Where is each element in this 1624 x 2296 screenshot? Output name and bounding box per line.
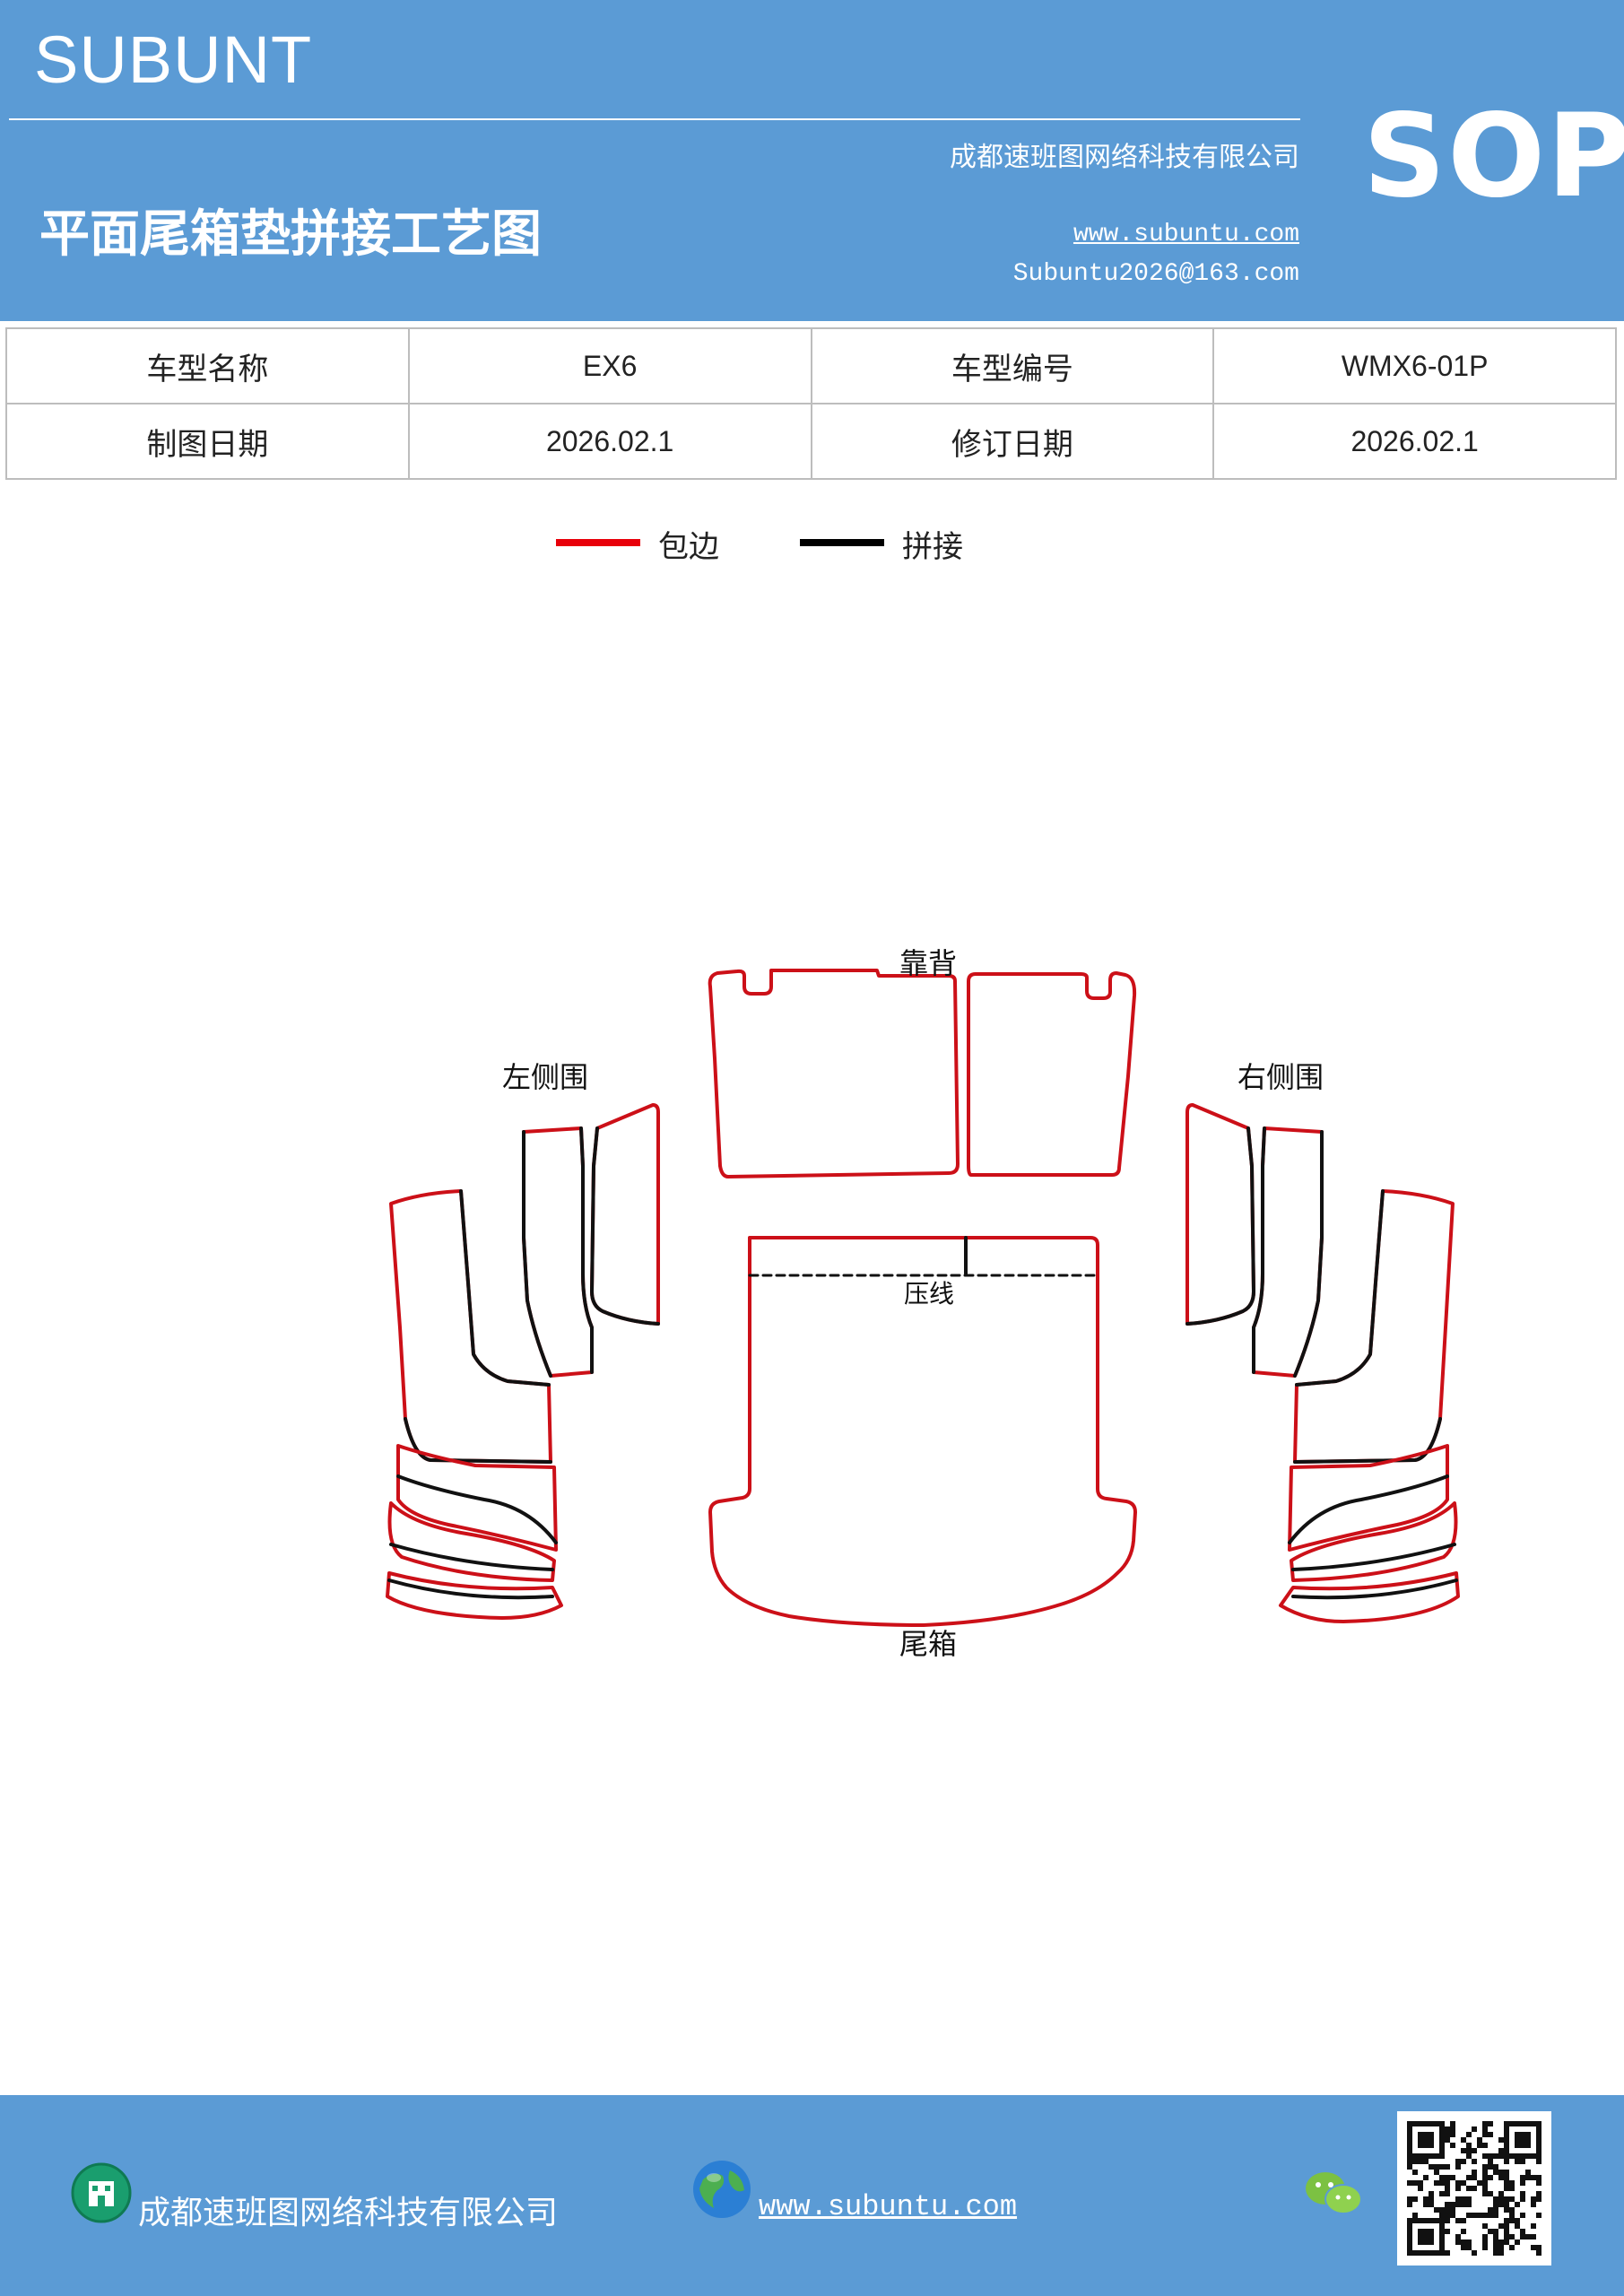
right-strip-1: [1288, 1444, 1449, 1552]
right-side-wing: [1185, 1103, 1255, 1326]
line-legend: 包边 拼接: [0, 520, 1624, 574]
revision-date-value: 2026.02.1: [1212, 403, 1617, 480]
revision-date-label: 修订日期: [810, 403, 1215, 480]
wechat-icon: [1306, 2172, 1362, 2214]
left-strip-3: [386, 1571, 563, 1620]
right-strip-2-seam: [1291, 1543, 1456, 1571]
qr-code: [1397, 2111, 1551, 2266]
footer-website-link[interactable]: www.subuntu.com: [759, 2190, 1018, 2223]
edge-binding-swatch: [556, 539, 640, 546]
building-icon: [71, 2162, 132, 2223]
draw-date-value: 2026.02.1: [407, 403, 812, 480]
backrest-right-panel: [967, 971, 1137, 1177]
right-strip-3: [1279, 1571, 1460, 1623]
left-wing-seam: [590, 1126, 660, 1326]
seam-label: 拼接: [902, 529, 963, 565]
right-inner-seam-1: [1293, 1130, 1324, 1378]
left-strip-1: [396, 1444, 558, 1552]
seam-swatch: [800, 539, 884, 546]
model-code-value: WMX6-01P: [1212, 327, 1617, 404]
left-inner-seam-1: [522, 1130, 552, 1378]
model-name-value: EX6: [407, 327, 812, 404]
qr-code-pattern: [1407, 2121, 1541, 2256]
trunk-main-panel: [708, 1236, 1137, 1627]
right-strip-2: [1290, 1501, 1458, 1582]
header-divider: [9, 118, 1300, 120]
draw-date-label: 制图日期: [5, 403, 410, 480]
header-banner: SUBUNT 成都速班图网络科技有限公司 平面尾箱垫拼接工艺图 www.subu…: [0, 0, 1624, 321]
left-strip-2: [387, 1501, 556, 1582]
left-strip-1-seam: [396, 1474, 558, 1544]
right-strip-3-seam: [1291, 1578, 1458, 1600]
left-strip-3-seam: [387, 1578, 554, 1600]
footer-company-name: 成都速班图网络科技有限公司: [138, 2195, 559, 2231]
vehicle-info-table: 车型名称 EX6 车型编号 WMX6-01P 制图日期 2026.02.1 修订…: [5, 327, 1617, 480]
left-side-label: 左侧围: [502, 1060, 588, 1094]
table-row: 制图日期 2026.02.1 修订日期 2026.02.1: [5, 403, 1617, 480]
left-inner-seam-2: [579, 1126, 594, 1374]
right-side-seam-1: [1295, 1189, 1385, 1387]
right-strip-1-seam: [1288, 1474, 1449, 1544]
left-side-seam-1: [459, 1189, 551, 1387]
right-inner-seam-2: [1252, 1126, 1266, 1374]
trunk-label: 尾箱: [899, 1627, 957, 1661]
edge-binding-label: 包边: [658, 529, 719, 565]
backrest-label: 靠背: [899, 946, 957, 980]
left-side-wing: [590, 1103, 660, 1326]
backrest-left-panel: [708, 969, 960, 1178]
website-link[interactable]: www.subuntu.com: [1073, 221, 1299, 248]
left-strip-2-seam: [389, 1543, 554, 1571]
brand-name: SUBUNT: [34, 22, 313, 97]
email-address: Subuntu2026@163.com: [1012, 260, 1299, 288]
document-title: 平面尾箱垫拼接工艺图: [39, 204, 542, 264]
globe-icon: [693, 2161, 751, 2218]
company-name: 成都速班图网络科技有限公司: [950, 142, 1299, 173]
model-code-label: 车型编号: [810, 327, 1215, 404]
sop-badge: SOP: [1363, 90, 1624, 223]
right-side-label: 右侧围: [1238, 1060, 1324, 1094]
press-line-label: 压线: [904, 1279, 954, 1309]
footer-banner: 成都速班图网络科技有限公司 www.subuntu.com: [0, 2095, 1624, 2296]
right-wing-seam: [1185, 1126, 1255, 1326]
table-row: 车型名称 EX6 车型编号 WMX6-01P: [5, 327, 1617, 404]
model-name-label: 车型名称: [5, 327, 410, 404]
